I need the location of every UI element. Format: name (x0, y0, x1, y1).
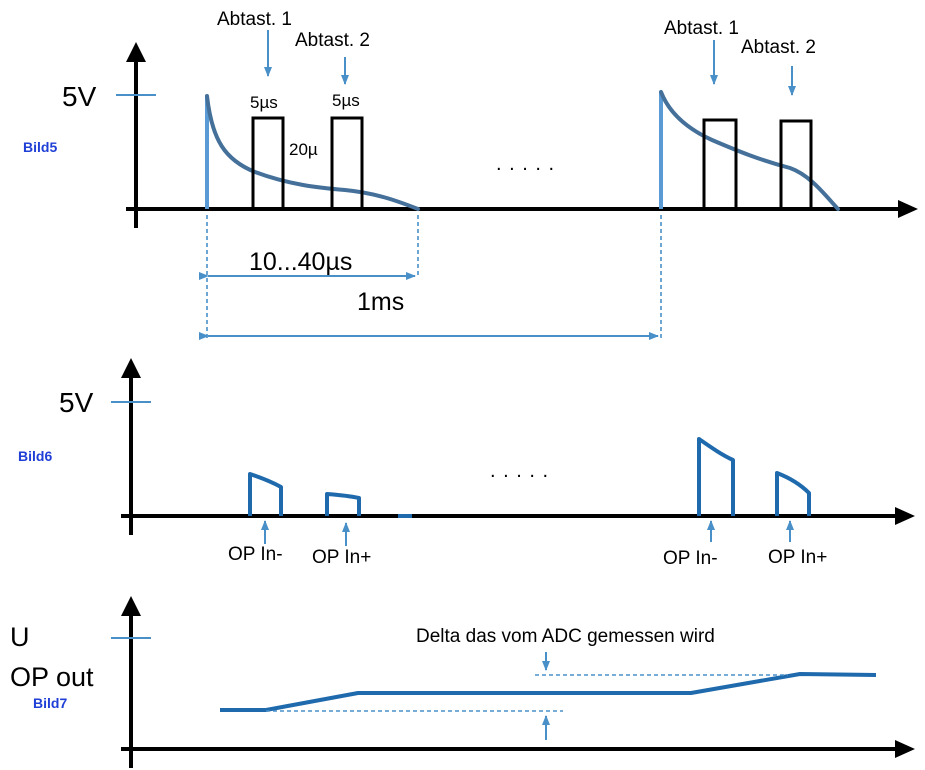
bild7-u-label: U (10, 622, 30, 652)
bild5-decay-curve-1 (205, 94, 420, 211)
bild5-y-arrowhead (126, 42, 146, 62)
bild5-gap-label: 20µ (289, 140, 318, 159)
bild6-5v-label: 5V (59, 387, 94, 418)
bild6-pulse-2 (325, 492, 361, 516)
bild6-pulse-1 (248, 472, 283, 516)
bild5-sample1-label: Abtast. 1 (217, 9, 292, 30)
bild6-op-in-minus-label-a: OP In- (228, 544, 283, 565)
bild6-panel: 5V Bild6 . . . . . OP In- OP In+ OP In- … (18, 358, 915, 569)
bild5-sample-pulse-1a (251, 116, 285, 211)
bild5-sample-pulse-1b (702, 118, 738, 211)
bild7-x-arrowhead (895, 740, 915, 758)
bild7-delta-label: Delta das vom ADC gemessen wird (416, 626, 715, 647)
bild5-ellipsis: . . . . . (496, 153, 555, 175)
bild5-tag: Bild5 (23, 139, 57, 155)
bild7-panel: U OP out Bild7 Delta das vom ADC gemesse… (10, 596, 915, 768)
bild5-decay-span-label: 10...40µs (249, 248, 352, 276)
bild5-x-arrowhead (898, 200, 918, 218)
bild5-decay-curve-2 (659, 90, 840, 211)
bild6-op-in-plus-label-b: OP In+ (768, 547, 827, 568)
bild5-panel: 5V Bild5 5µs 5µs 20µ Abtast. 1 Abtast. 2… (23, 9, 918, 340)
bild6-ellipsis: . . . . . (490, 460, 549, 482)
bild5-5v-label: 5V (62, 81, 97, 112)
bild6-pulse-4 (775, 471, 811, 516)
bild5-sample1-label-b: Abtast. 1 (664, 18, 739, 39)
bild5-sample2-label-b: Abtast. 2 (741, 37, 816, 58)
bild6-op-in-plus-label-a: OP In+ (312, 547, 371, 568)
bild7-y-arrowhead (121, 596, 141, 616)
bild5-pulse-width-1: 5µs (250, 93, 278, 112)
bild6-op-in-minus-label-b: OP In- (663, 548, 718, 569)
bild6-pulse-3 (697, 437, 735, 516)
bild5-pulse-width-2: 5µs (332, 91, 360, 110)
bild5-period-label: 1ms (357, 288, 404, 316)
bild6-tag: Bild6 (18, 448, 52, 464)
bild7-op-out-label: OP out (10, 662, 94, 692)
bild5-sample-pulse-2b (779, 119, 813, 211)
bild6-x-arrowhead (895, 507, 915, 525)
bild7-op-out-trace (220, 672, 877, 712)
bild5-sample-pulse-2a (330, 116, 364, 211)
bild5-sample2-label: Abtast. 2 (295, 30, 370, 51)
bild7-tag: Bild7 (33, 695, 67, 711)
bild6-y-arrowhead (121, 358, 141, 378)
